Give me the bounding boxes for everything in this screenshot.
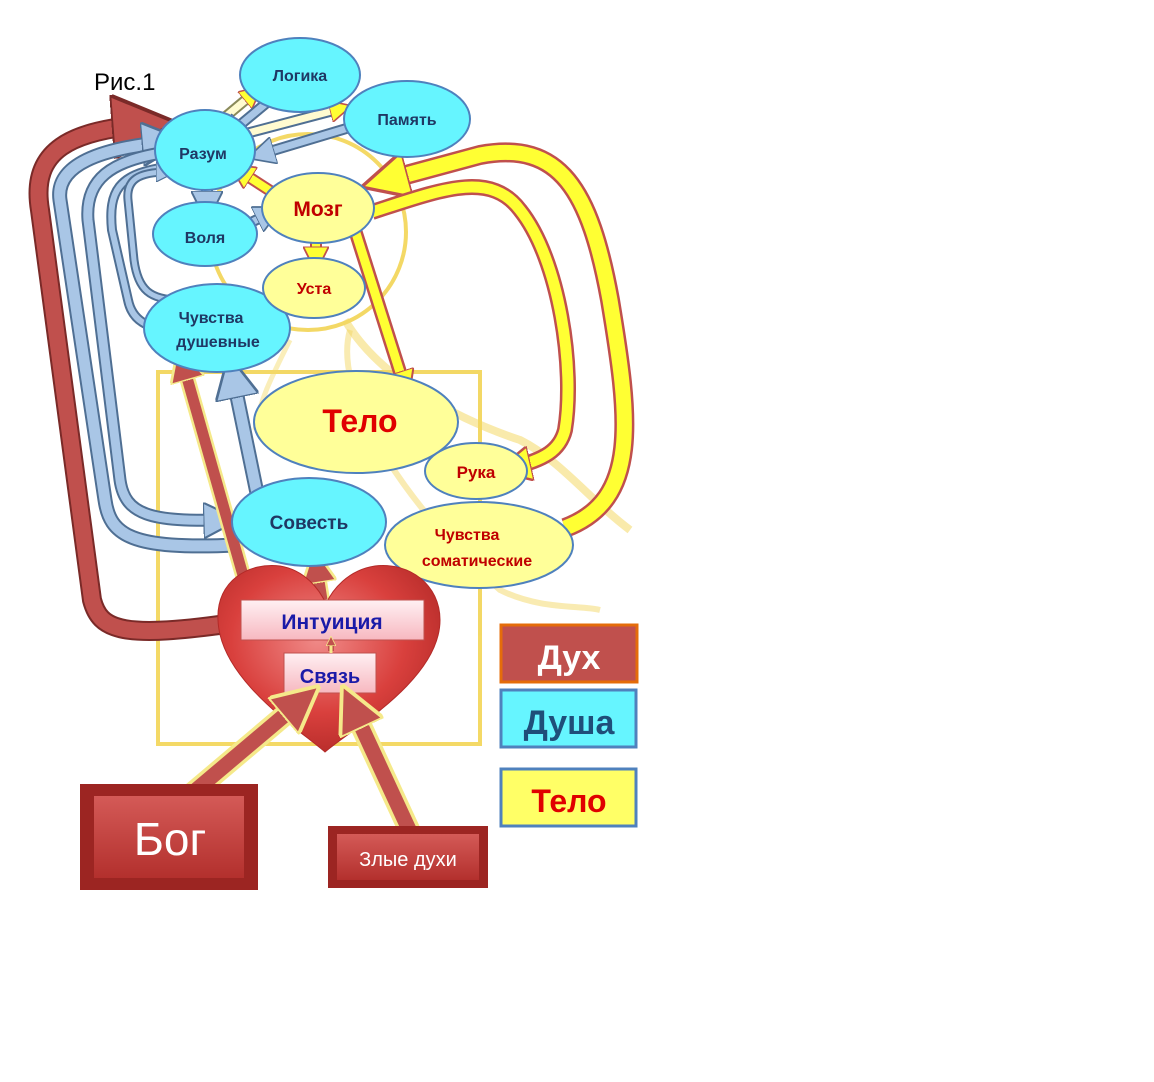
god-box-face [94, 796, 244, 878]
node-reason [154, 109, 256, 191]
node-soul-feelings [143, 283, 291, 373]
soul-arrow-feelings-to-reason [125, 172, 181, 303]
evil-spirits-label: Злые духи [359, 849, 457, 871]
node-will-label: Воля [185, 230, 225, 247]
legend-spirit-label: Дух [538, 639, 601, 677]
body-arrow-brain-to-body [350, 228, 405, 388]
node-brain-label: Мозг [293, 198, 342, 221]
evil-spirits-box: Злые духи [328, 826, 488, 888]
arrow-memory-to-reason [258, 124, 350, 155]
node-brain [261, 172, 375, 244]
arrow-intuition-to-feelings [182, 360, 256, 602]
node-conscience-label: Совесть [270, 513, 349, 534]
soul-arrow-reason-to-conscience [83, 147, 225, 520]
node-body-label: Тело [322, 403, 397, 439]
node-somatic-label-2: соматические [422, 553, 532, 570]
body-arrow-somatic-to-brain [380, 144, 632, 536]
connection-label: Связь [300, 666, 360, 688]
node-memory [343, 80, 471, 158]
legend-soul-swatch [499, 688, 638, 749]
node-mouth [262, 257, 366, 319]
legend-body-swatch [499, 767, 638, 828]
node-reason-label: Разум [179, 146, 227, 163]
node-body [253, 370, 459, 474]
shoulder-curve [341, 317, 633, 534]
node-soul-feelings-label-2: душевные [176, 334, 260, 351]
spirit-arrow-intuition-to-reason [30, 124, 242, 639]
node-will [152, 201, 258, 267]
node-logic [239, 37, 361, 113]
node-mouth-label: Уста [297, 281, 332, 298]
legend-spirit-swatch [499, 623, 639, 684]
center-arrows [182, 360, 322, 603]
soul-nodes: Логика Память Разум Воля Чувства душевны… [143, 37, 471, 567]
node-conscience [231, 477, 387, 567]
body-nodes: Мозг Уста Тело Рука Чувства соматические [253, 172, 574, 589]
legend-body-label: Тело [531, 783, 606, 819]
legend-soul-label: Душа [524, 704, 616, 742]
arrow-reason-to-memory [247, 108, 343, 137]
arrow-conscience-to-feelings [232, 372, 264, 500]
intuition-label: Интуиция [281, 611, 382, 634]
arrow-evil-to-connection [350, 702, 419, 840]
soul-arrow-conscience-to-reason [54, 142, 237, 552]
intuition-box [240, 599, 425, 641]
god-label: Бог [134, 813, 207, 865]
node-somatic [384, 501, 574, 589]
body-arrow-brain-to-hand [370, 181, 574, 468]
figure-caption: Рис.1 [94, 69, 155, 96]
node-soul-feelings-label-1: Чувства [179, 310, 244, 327]
node-hand [424, 442, 528, 500]
node-memory-label: Память [377, 112, 436, 129]
node-logic-label: Логика [273, 68, 328, 85]
evil-box-face [337, 834, 479, 880]
node-hand-label: Рука [457, 463, 496, 482]
legend: Дух Душа Тело [499, 623, 639, 828]
god-box: Бог [80, 784, 258, 890]
node-somatic-label-1: Чувства [435, 527, 500, 544]
